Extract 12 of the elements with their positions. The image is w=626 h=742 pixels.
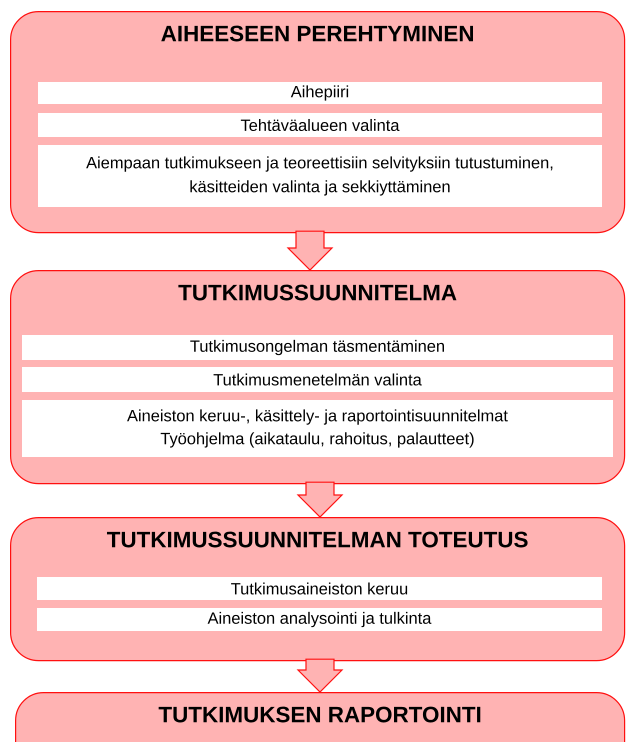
item-bar: Aineiston keruu-, käsittely- ja raportointisuunnitelmat Työohjelma (aikataulu, rahoitus, palautteet) (22, 400, 613, 457)
item-bar: Aineiston analysointi ja tulkinta (37, 608, 602, 631)
block-arrow (286, 230, 334, 271)
item-bar: Tutkimusmenetelmän valinta (22, 367, 613, 392)
item-bar: Aihepiiri (38, 82, 602, 104)
item-bar: Tehtäväalueen valinta (38, 113, 602, 137)
item-bar: Tutkimusaineiston keruu (37, 577, 602, 600)
block-arrow (296, 658, 344, 693)
item-bar: Tutkimusongelman täsmentäminen (22, 335, 613, 360)
block-arrow (296, 482, 344, 518)
item-bar: Aiempaan tutkimukseen ja teoreettisiin selvityksiin tutustuminen, käsitteiden valinta ja sekkiyttäminen (38, 145, 602, 207)
step-box: TUTKIMUKSEN RAPORTOINTI (15, 692, 626, 742)
